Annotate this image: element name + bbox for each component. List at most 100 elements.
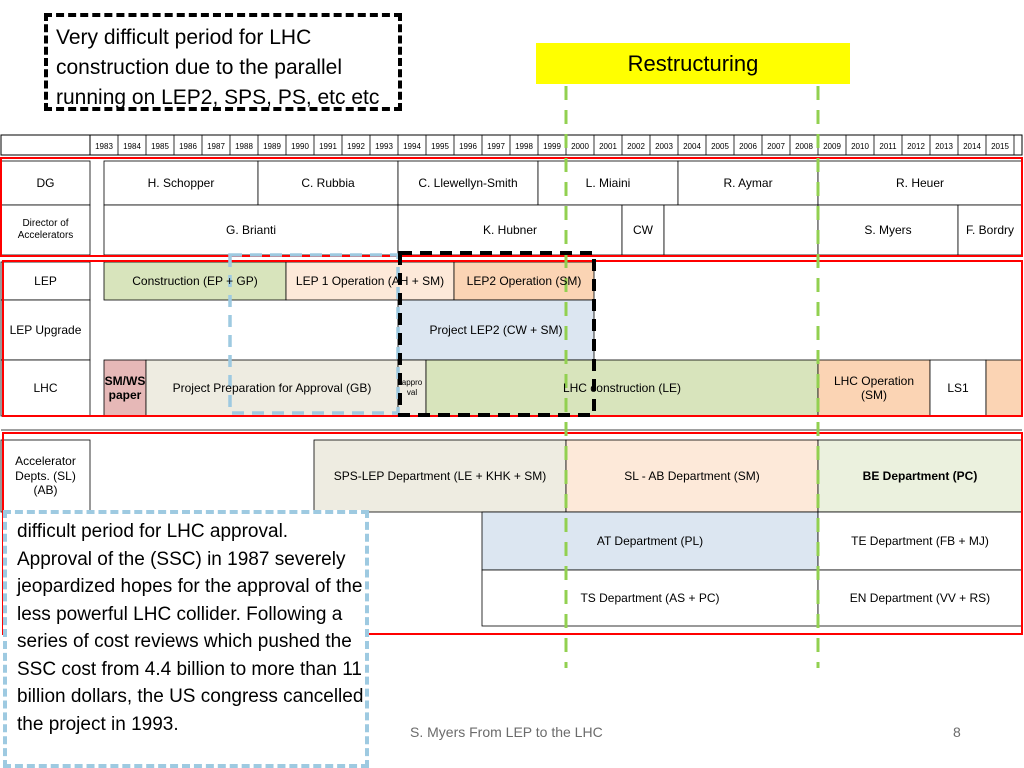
year-tick-label: 2011 — [879, 142, 897, 151]
timeline-span — [285, 261, 455, 301]
span-label: LS1 — [947, 380, 969, 395]
span-label: K. Hubner — [482, 222, 538, 237]
row-header-cell — [0, 160, 91, 206]
span-label: LHC Operation (SM) — [833, 373, 915, 402]
year-tick-label: 1997 — [487, 142, 505, 151]
year-tick-label: 2014 — [963, 142, 981, 151]
year-tick-label: 1984 — [123, 142, 141, 151]
year-tick-label: 2015 — [991, 142, 1009, 151]
year-tick-label: 1992 — [347, 142, 365, 151]
span-label: H. Schopper — [147, 175, 215, 190]
timeline-span — [481, 511, 819, 571]
year-tick-label: 2004 — [683, 142, 701, 151]
timeline-span — [985, 359, 1023, 417]
timeline-span — [103, 160, 259, 206]
year-tick-label: 1989 — [263, 142, 281, 151]
span-label: C. Rubbia — [301, 175, 355, 190]
timeline-span — [817, 359, 931, 417]
year-tick-label: 1985 — [151, 142, 169, 151]
row-label: DG — [36, 175, 55, 190]
construction-period-box — [398, 251, 596, 417]
year-header — [0, 134, 1023, 156]
year-tick-label: 1990 — [291, 142, 309, 151]
timeline-span — [103, 261, 287, 301]
year-tick-label: 1995 — [431, 142, 449, 151]
span-label: Project LEP2 (CW + SM) — [429, 322, 563, 337]
span-label: Construction (EP + GP) — [132, 273, 258, 288]
row-label: LHC — [33, 380, 58, 395]
restructuring-label: Restructuring — [536, 43, 850, 84]
timeline-span — [817, 160, 1023, 206]
year-tick-label: 1986 — [179, 142, 197, 151]
timeline-span — [817, 511, 1023, 571]
span-label: appro val — [401, 378, 423, 397]
span-label: G. Brianti — [225, 222, 276, 237]
year-tick-label: 1994 — [403, 142, 421, 151]
year-tick-label: 1993 — [375, 142, 393, 151]
span-label: C. Llewellyn-Smith — [418, 175, 518, 190]
year-tick-label: 2005 — [711, 142, 729, 151]
year-tick-label: 2002 — [627, 142, 645, 151]
timeline-span — [103, 204, 399, 256]
year-tick-label: 2006 — [739, 142, 757, 151]
year-tick-label: 2000 — [571, 142, 589, 151]
year-tick-label: 1983 — [95, 142, 113, 151]
timeline-span — [677, 160, 819, 206]
span-label: R. Heuer — [895, 175, 945, 190]
span-label: AT Department (PL) — [596, 533, 704, 548]
row-label: LEP — [34, 273, 57, 288]
year-tick-label: 1998 — [515, 142, 533, 151]
timeline-span — [537, 160, 679, 206]
span-label: F. Bordry — [965, 222, 1014, 237]
span-label: Project Preparation for Approval (GB) — [172, 380, 372, 395]
span-label: L. Miaini — [585, 175, 631, 190]
year-tick-label: 1996 — [459, 142, 477, 151]
footer-text: S. Myers From LEP to the LHC — [410, 724, 603, 740]
row-label: Director of Accelerators — [17, 218, 74, 241]
span-label: EN Department (VV + RS) — [849, 590, 991, 605]
year-tick-label: 2003 — [655, 142, 673, 151]
year-tick-label: 2001 — [599, 142, 617, 151]
row-label: LEP Upgrade — [9, 322, 82, 337]
timeline-span — [663, 204, 819, 256]
span-label: BE Department (PC) — [862, 468, 978, 483]
timeline-span — [145, 359, 399, 417]
group-box-directorate — [0, 157, 1023, 257]
page-number: 8 — [953, 724, 961, 740]
span-label: TS Department (AS + PC) — [580, 590, 720, 605]
year-tick-label: 1988 — [235, 142, 253, 151]
year-tick-label: 1991 — [319, 142, 337, 151]
year-tick-label: 1999 — [543, 142, 561, 151]
timeline-span — [397, 359, 427, 417]
year-tick-label: 1987 — [207, 142, 225, 151]
row-header-cell — [0, 204, 91, 256]
row-header-cell — [0, 299, 91, 361]
year-tick-label: 2012 — [907, 142, 925, 151]
timeline-span — [817, 439, 1023, 513]
timeline-span — [397, 204, 623, 256]
year-tick-label: 2009 — [823, 142, 841, 151]
timeline-span — [817, 569, 1023, 627]
span-label: CW — [633, 222, 653, 237]
group-box-projects — [2, 260, 1023, 417]
span-label: SPS-LEP Department (LE + KHK + SM) — [333, 468, 547, 483]
row-label: Accelerator Depts. (SL) (AB) — [15, 454, 76, 498]
span-label: SL - AB Department (SM) — [624, 468, 760, 483]
row-header-cell — [0, 359, 91, 417]
timeline-span — [481, 569, 819, 627]
year-tick-label: 2010 — [851, 142, 869, 151]
callout-lhc-construction-note: Very difficult period for LHC constructi… — [44, 13, 402, 111]
span-label: S. Myers — [864, 222, 912, 237]
row-header-cell — [0, 261, 91, 301]
timeline-span — [313, 439, 567, 513]
year-tick-label: 2007 — [767, 142, 785, 151]
timeline-span — [397, 299, 595, 361]
year-tick-label: 2013 — [935, 142, 953, 151]
span-label: R. Aymar — [723, 175, 773, 190]
span-label: TE Department (FB + MJ) — [851, 533, 989, 548]
span-label: LEP2 Operation (SM) — [466, 273, 582, 288]
timeline-span — [397, 160, 539, 206]
callout-lhc-approval-note: difficult period for LHC approval. Appro… — [3, 510, 369, 768]
timeline-span — [257, 160, 399, 206]
